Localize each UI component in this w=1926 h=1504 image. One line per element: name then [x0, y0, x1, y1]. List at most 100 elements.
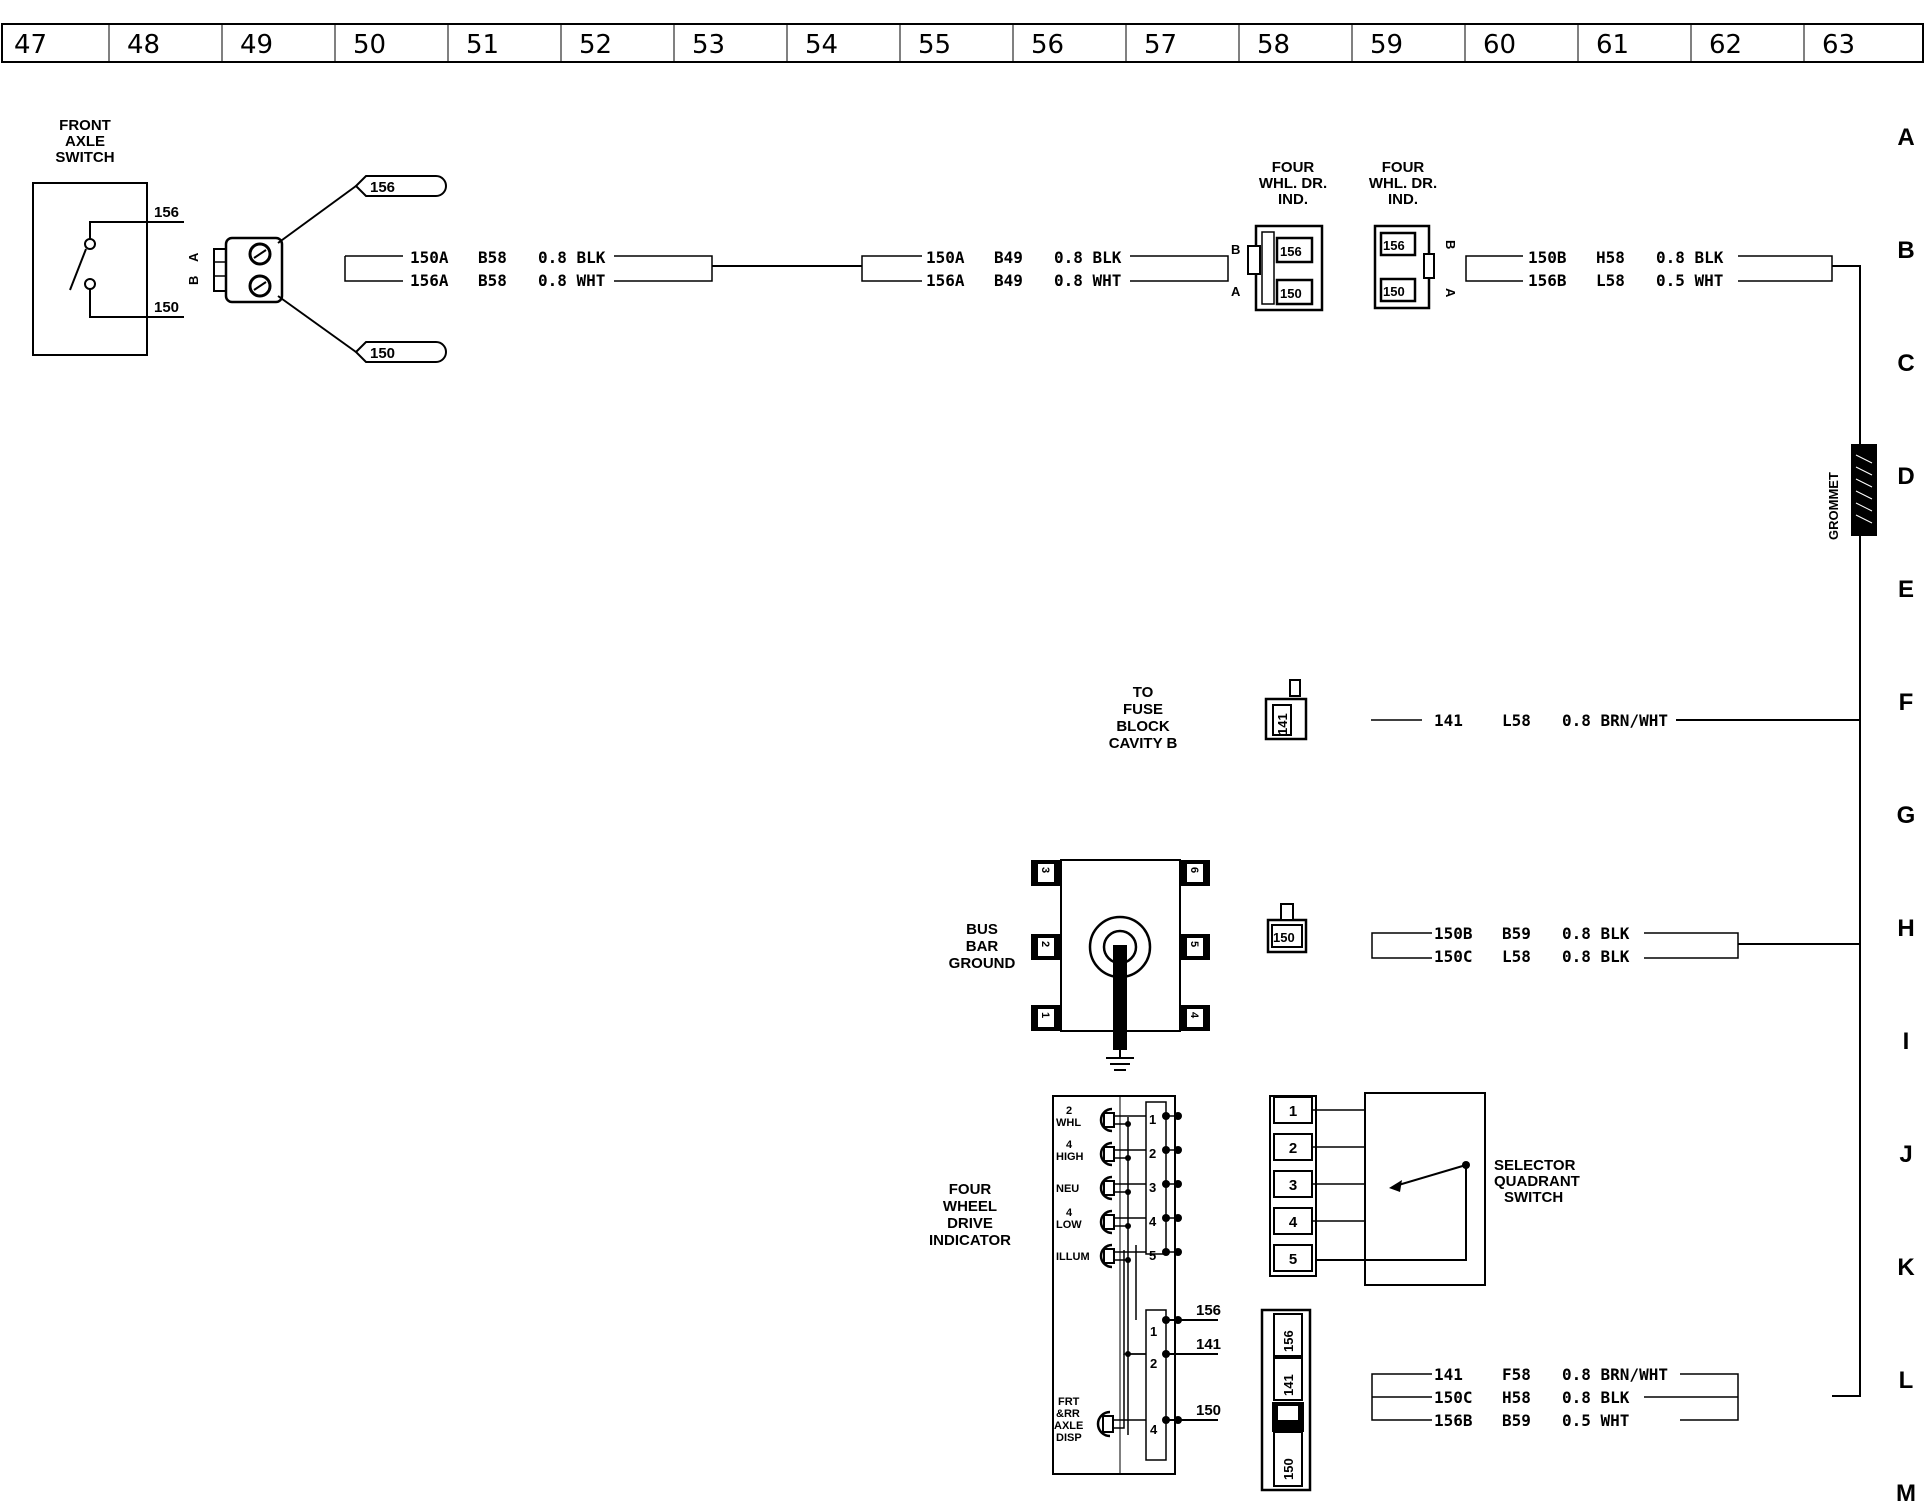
sqs-wiper-arrow [1389, 1180, 1402, 1192]
lamp-pin-label: 4 [1149, 1214, 1157, 1229]
front-axle-switch-title-1: FRONT [59, 117, 111, 134]
fwd-lower-pin-1: 1 [1150, 1324, 1157, 1339]
fuse-tab [1289, 679, 1301, 697]
bus-bar-title-1: BUS [966, 921, 998, 938]
fwd-lead-156-dot-2 [1174, 1316, 1182, 1324]
sqs-common-wire [1316, 1165, 1467, 1261]
fuse-title-3: BLOCK [1116, 718, 1169, 735]
flag-150 [354, 341, 447, 363]
grid-row-label: J [1899, 1141, 1912, 1168]
fuse-title-1: TO [1133, 684, 1154, 701]
grid-col-label: 56 [1031, 30, 1064, 60]
fwdi-right-title-1: FOUR [1382, 159, 1425, 176]
grid-col-label: 63 [1822, 30, 1855, 60]
front-axle-switch-title-2: AXLE [65, 133, 105, 150]
grid-col-label: 50 [353, 30, 386, 60]
bottom-cavity-156 [1273, 1313, 1303, 1357]
fwdi-left-cavity-150 [1275, 278, 1314, 306]
lead-156 [277, 185, 357, 244]
bottom-cavity-141-label: 141 [1281, 1374, 1296, 1396]
cavity-slash-a [253, 281, 267, 291]
fwd-title-3: DRIVE [947, 1215, 993, 1232]
bus-terminal-2-label: 2 [1039, 941, 1051, 947]
lamp-label: NEU [1056, 1183, 1079, 1195]
front-axle-connector: A B 156 150 [186, 175, 447, 363]
fuse-title-2: FUSE [1123, 701, 1163, 718]
grid-row-label: A [1897, 124, 1914, 151]
bottom-wire-2-spec: 0.8 BLK [1562, 1388, 1630, 1407]
fwdi-right-latch [1423, 253, 1435, 279]
fwdi-left-latch [1247, 245, 1261, 275]
fwd-title-4: INDICATOR [929, 1232, 1011, 1249]
wire-right-1-loc: H58 [1596, 248, 1625, 267]
bus-terminal-5-label: 5 [1188, 941, 1200, 947]
bus-connector-150-label: 150 [1273, 930, 1295, 945]
bus-bar-title-3: GROUND [949, 955, 1016, 972]
lamp-label: LOW [1056, 1219, 1082, 1231]
wire-left-2-spec: 0.8 WHT [538, 271, 605, 290]
bus-terminal-5-inner [1187, 938, 1203, 956]
bus-wire-end [1644, 932, 1739, 959]
lamp-label: ILLUM [1056, 1251, 1090, 1263]
fuse-wire-circuit: 141 [1434, 711, 1463, 730]
fwdi-right-title-3: IND. [1388, 191, 1418, 208]
fwdi-right-cavity-156-label: 156 [1383, 238, 1405, 253]
bottom-wire-1-circuit: 141 [1434, 1365, 1463, 1384]
bus-wire-1-loc: B59 [1502, 924, 1531, 943]
fwd-lead-150-dot-2 [1174, 1416, 1182, 1424]
fuse-wire-loc: L58 [1502, 711, 1531, 730]
disp-label-1: FRT [1058, 1396, 1080, 1408]
fwd-lower-pinstrip [1145, 1309, 1167, 1461]
bus-wire-1-circuit: 150B [1434, 924, 1473, 943]
wire-run-left: 150A B58 0.8 BLK 156A B58 0.8 WHT 150A B… [344, 248, 1229, 290]
bottom-wire-3-circuit: 156B [1434, 1411, 1473, 1430]
grid-col-label: 62 [1709, 30, 1742, 60]
bus-terminal-6-inner [1187, 864, 1203, 882]
switch-wire-150 [89, 289, 184, 318]
grid-col-label: 59 [1370, 30, 1403, 60]
fwdi-left-title-1: FOUR [1272, 159, 1315, 176]
sqs-position-box [1273, 1096, 1313, 1124]
grid-row-label: C [1897, 350, 1914, 377]
sqs-position-label: 1 [1289, 1103, 1297, 1120]
wire-mid-start [861, 255, 922, 282]
bus-wire-1-spec: 0.8 BLK [1562, 924, 1630, 943]
grid-col-label: 49 [240, 30, 273, 60]
lamp-label: 4 [1066, 1139, 1073, 1151]
bus-terminal-3-label: 3 [1039, 867, 1051, 873]
connector-latch [213, 248, 227, 292]
fuse-cavity [1272, 704, 1292, 736]
grid-col-label: 57 [1144, 30, 1177, 60]
wire-mid-1-spec: 0.8 BLK [1054, 248, 1122, 267]
sqs-title-3: SWITCH [1504, 1189, 1563, 1206]
fuse-title-4: CAVITY B [1109, 735, 1178, 752]
grid-row-label: D [1897, 463, 1914, 490]
grid-col-label: 48 [127, 30, 160, 60]
grid-row-label: M [1896, 1480, 1916, 1504]
fwd-lead-156-dot [1162, 1316, 1170, 1324]
bottom-wire-1-loc: F58 [1502, 1365, 1531, 1384]
bottom-wire-2-loc: H58 [1502, 1388, 1531, 1407]
fwd-title-2: WHEEL [943, 1198, 997, 1215]
grid-col-label: 54 [805, 30, 838, 60]
wire-left-1-circuit: 150A [410, 248, 449, 267]
fuse-cavity-label: 141 [1275, 713, 1290, 735]
sqs-position-label: 2 [1289, 1140, 1297, 1157]
bus-terminal-2-inner [1038, 938, 1054, 956]
lamp-base [1103, 1248, 1115, 1264]
grid-row-label: K [1897, 1254, 1915, 1281]
fwd-circuit-156: 156 [1196, 1302, 1221, 1319]
four-whl-dr-ind-right: FOUR WHL. DR. IND. 156 150 B A [1369, 159, 1458, 310]
fwd-lower-pin-4: 4 [1150, 1422, 1158, 1437]
grid-col-label: 53 [692, 30, 725, 60]
bus-terminal-6-label: 6 [1188, 867, 1200, 873]
fwd-lead-150-dot [1162, 1416, 1170, 1424]
bus-wire-2-circuit: 150C [1434, 947, 1473, 966]
grid-row-label: L [1899, 1367, 1914, 1394]
disp-label-3: AXLE [1054, 1420, 1083, 1432]
fwdi-left-pin-a: A [1231, 284, 1241, 299]
disp-lamp-base [1102, 1415, 1114, 1433]
bottom-wire-2-circuit: 150C [1434, 1388, 1473, 1407]
fwdi-right-cavity-156 [1379, 231, 1417, 257]
grid-col-label: 47 [14, 30, 47, 60]
